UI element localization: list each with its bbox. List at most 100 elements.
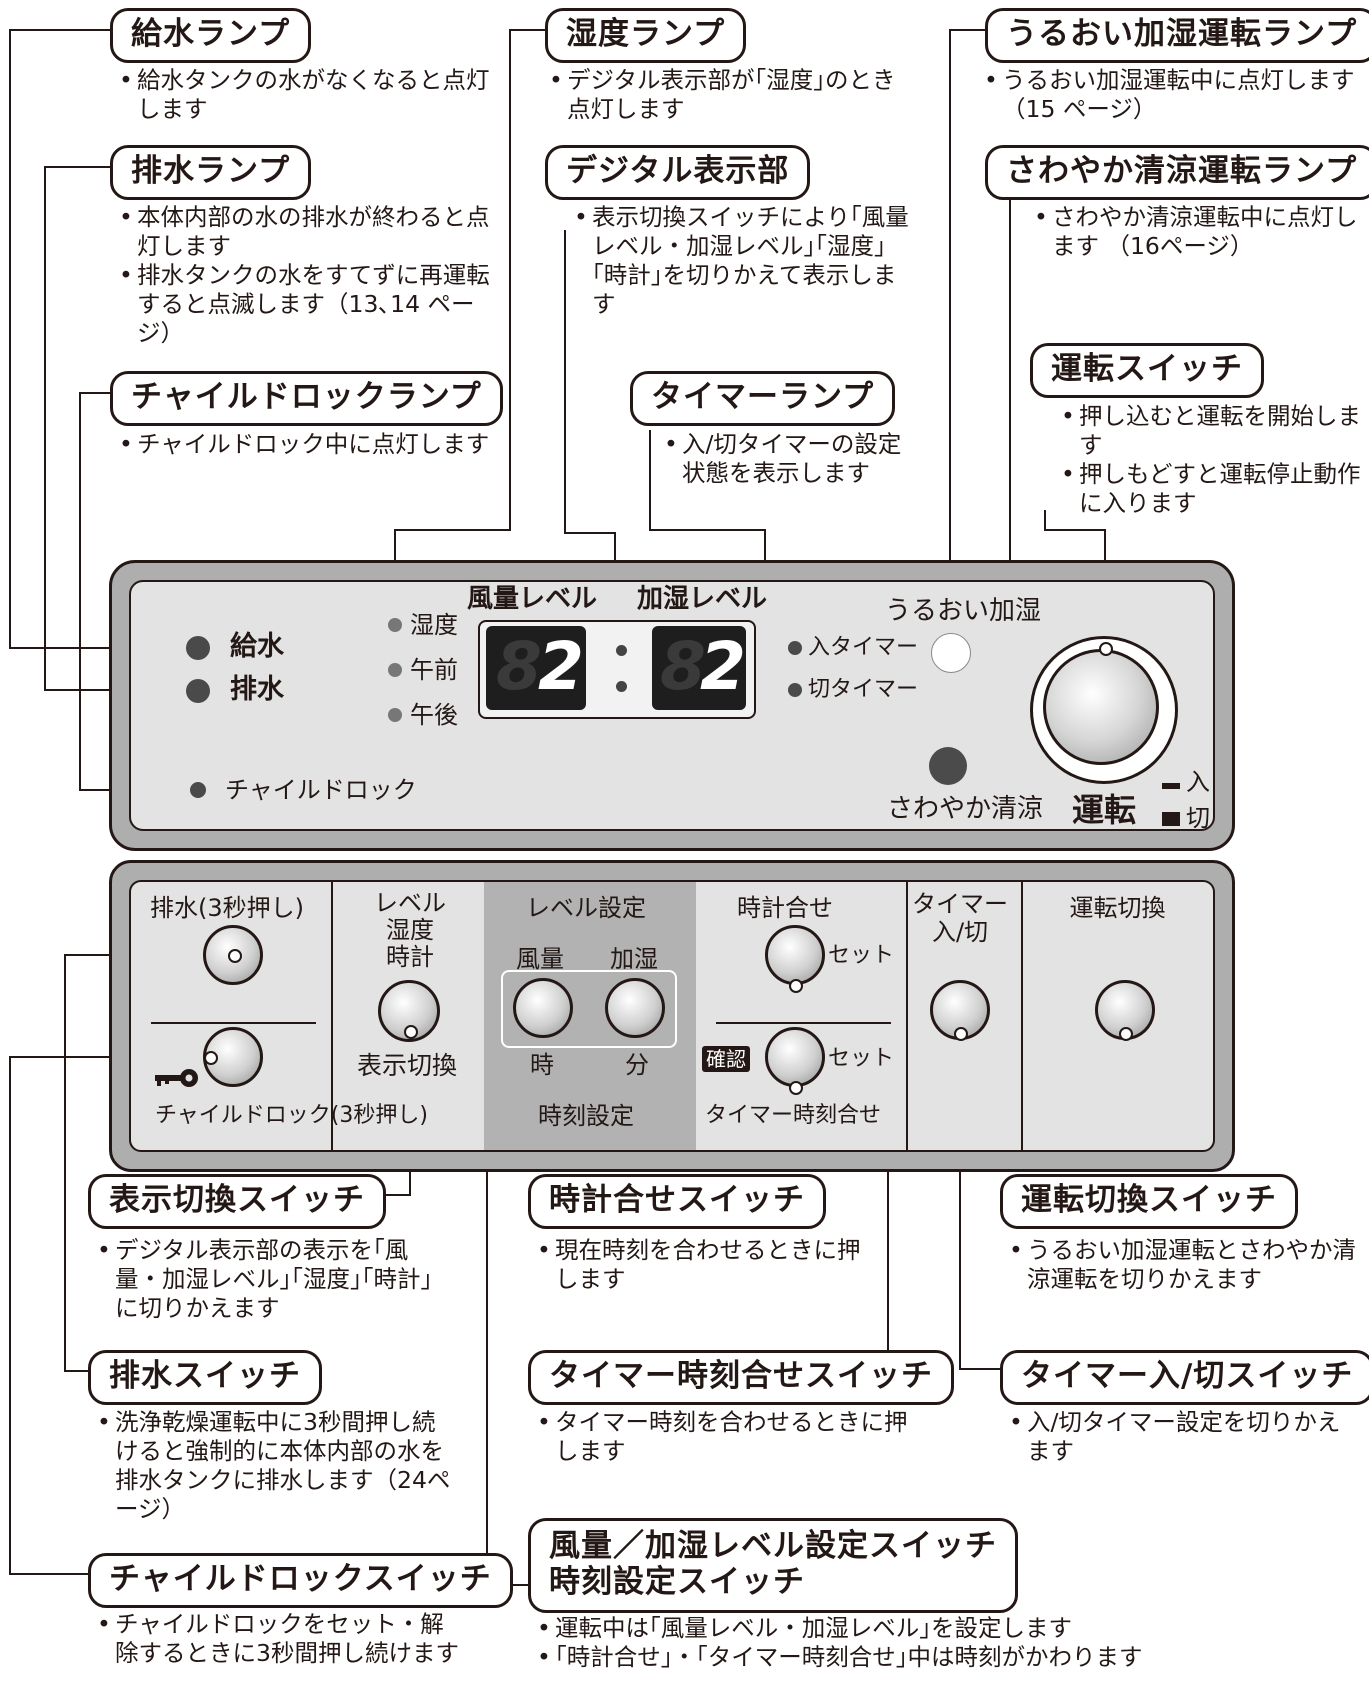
water-lamp-label: 給水 [230, 631, 284, 662]
power-on-label: 入 [1186, 768, 1210, 796]
humid-minute-button[interactable] [605, 978, 665, 1038]
operation-switch-callout: 運転スイッチ [1030, 343, 1264, 398]
clock-set-button[interactable] [765, 925, 825, 985]
power-on-icon [1162, 783, 1180, 789]
timer-onoff-switch-callout: タイマー入/切スイッチ [1000, 1350, 1369, 1405]
level-switch-title-1: 風量／加湿レベル設定スイッチ [549, 1528, 997, 1564]
child-lock-lamp-callout: チャイルドロックランプ [110, 371, 503, 426]
control-panel [109, 860, 1235, 1172]
timer-lamp-desc: 入/切タイマーの設定状態を表示します [660, 430, 910, 488]
timer-lamp-callout: タイマーランプ [630, 371, 896, 426]
desc-line: 入/切タイマー設定を切りかえます [1005, 1408, 1355, 1466]
desc-line: タイマー時刻を合わせるときに押します [533, 1408, 913, 1466]
display-switch-callout: 表示切換スイッチ [88, 1174, 386, 1229]
desc-line: 押しもどすと運転停止動作に入ります [1057, 460, 1362, 518]
fan-level-header: 風量レベル [467, 584, 598, 614]
divider [331, 882, 333, 1150]
child-lock-switch-callout: チャイルドロックスイッチ [88, 1553, 513, 1608]
sawayaka-lamp-desc: さわやか清涼運転中に点灯します （16ページ） [1030, 203, 1360, 261]
anchor-drain-switch [228, 949, 242, 963]
digit-right-value: 2 [700, 628, 746, 705]
uruoi-label: うるおい加湿 [885, 596, 1042, 626]
am-indicator [388, 663, 402, 677]
desc-line: チャイルドロック中に点灯します [115, 430, 490, 459]
anchor-timer-clock-switch [789, 1081, 803, 1095]
desc-line: さわやか清涼運転中に点灯します （16ページ） [1030, 203, 1360, 261]
child-lock-lamp [190, 782, 206, 798]
desc-line: 洗浄乾燥運転中に3秒間押し続けると強制的に本体内部の水を排水タンクに排水します（… [93, 1408, 453, 1524]
divider [1021, 882, 1023, 1150]
key-icon [155, 1069, 198, 1087]
clock-switch-desc: 現在時刻を合わせるときに押します [533, 1236, 863, 1294]
fan-hour-button[interactable] [513, 978, 573, 1038]
sawayaka-lamp [929, 747, 967, 785]
display-switch-header: レベル 湿度 時計 [320, 890, 500, 971]
timer-onoff-header: タイマー 入/切 [904, 890, 1016, 946]
divider [906, 882, 908, 1150]
sawayaka-label: さわやか清涼 [887, 794, 1044, 824]
digital-display-desc: 表示切換スイッチにより｢風量レベル・加湿レベル｣｢湿度｣｢時計｣を切りかえて表示… [570, 203, 915, 319]
humidity-indicator-label: 湿度 [410, 611, 458, 639]
drain-lamp-desc: 本体内部の水の排水が終わると点灯します 排水タンクの水をすてずに再運転すると点滅… [115, 203, 490, 348]
desc-line: 押し込むと運転を開始します [1057, 402, 1362, 460]
confirm-badge: 確認 [702, 1046, 750, 1072]
humid-level-header: 加湿レベル [637, 584, 768, 614]
digit-left-ghost: 8 [496, 628, 542, 705]
power-off-label: 切 [1186, 804, 1210, 832]
drain-switch-callout: 排水スイッチ [88, 1350, 322, 1405]
timer-on-lamp [788, 641, 802, 655]
timer-time-footer: タイマー時刻合せ [705, 1103, 882, 1128]
timer-onoff-header-l1: タイマー [912, 890, 1008, 918]
desc-line: デジタル表示部の表示を｢風量・加湿レベル｣｢湿度｣｢時計｣に切りかえます [93, 1236, 433, 1323]
anchor-child-lock-switch [204, 1051, 218, 1065]
set-label-2: セット [828, 1046, 895, 1071]
divider [716, 1022, 891, 1024]
desc-line: 表示切換スイッチにより｢風量レベル・加湿レベル｣｢湿度｣｢時計｣を切りかえて表示… [570, 203, 915, 319]
desc-line: 本体内部の水の排水が終わると点灯します [115, 203, 490, 261]
clock-set-header: 時計合せ [737, 894, 833, 922]
fan-label: 風量 [516, 945, 564, 973]
desc-line: 運転中は｢風量レベル・加湿レベル｣を設定します [533, 1614, 1233, 1643]
am-indicator-label: 午前 [410, 656, 458, 684]
anchor-mode-switch [1119, 1027, 1133, 1041]
colon-dot-top [616, 645, 627, 656]
timer-clock-set-button[interactable] [765, 1027, 825, 1087]
digit-left-value: 2 [538, 628, 584, 705]
digital-display-callout: デジタル表示部 [545, 145, 811, 200]
child-lock-lamp-desc: チャイルドロック中に点灯します [115, 430, 490, 459]
minute-label: 分 [625, 1051, 649, 1079]
child-lock-footer: チャイルドロック(3秒押し) [155, 1103, 428, 1128]
level-setting-header: レベル設定 [526, 894, 646, 922]
child-lock-switch-desc: チャイルドロックをセット・解除するときに3秒間押し続けます [93, 1610, 463, 1668]
pm-indicator [388, 708, 402, 722]
digit-left: 8 2 [486, 626, 586, 710]
anchor-timer-onoff [954, 1027, 968, 1041]
drain-switch-desc: 洗浄乾燥運転中に3秒間押し続けると強制的に本体内部の水を排水タンクに排水します（… [93, 1408, 453, 1524]
colon-dot-bottom [616, 681, 627, 692]
desc-line: チャイルドロックをセット・解除するときに3秒間押し続けます [93, 1610, 463, 1668]
sawayaka-lamp-callout: さわやか清涼運転ランプ [985, 145, 1369, 200]
display-switch-header-l1: レベル [374, 889, 446, 917]
humidity-lamp-callout: 湿度ランプ [545, 8, 747, 63]
water-lamp [186, 636, 210, 660]
anchor-clock-switch [789, 979, 803, 993]
timer-off-lamp [788, 683, 802, 697]
level-switch-title-2: 時刻設定スイッチ [549, 1563, 805, 1600]
drain-lamp-callout: 排水ランプ [110, 145, 312, 200]
mode-switch-header: 運転切換 [1069, 894, 1166, 922]
desc-line: 給水タンクの水がなくなると点灯します [115, 66, 490, 124]
anchor-power-button [1099, 642, 1113, 656]
clock-switch-callout: 時計合せスイッチ [528, 1174, 826, 1229]
level-switch-callout: 風量／加湿レベル設定スイッチ 時刻設定スイッチ [528, 1518, 1018, 1614]
uruoi-lamp [931, 633, 971, 673]
operation-switch-desc: 押し込むと運転を開始します 押しもどすと運転停止動作に入ります [1057, 402, 1362, 518]
timer-clock-switch-callout: タイマー時刻合せスイッチ [528, 1350, 954, 1405]
power-button[interactable] [1043, 649, 1159, 765]
divider [151, 1022, 316, 1024]
mode-switch-desc: うるおい加湿運転とさわやか清涼運転を切りかえます [1005, 1236, 1360, 1294]
display-switch-desc: デジタル表示部の表示を｢風量・加湿レベル｣｢湿度｣｢時計｣に切りかえます [93, 1236, 433, 1323]
humidity-indicator [388, 618, 402, 632]
hour-label: 時 [530, 1051, 554, 1079]
desc-line: ｢時計合せ｣・｢タイマー時刻合せ｣中は時刻がかわります [533, 1643, 1233, 1672]
pm-indicator-label: 午後 [410, 701, 458, 729]
